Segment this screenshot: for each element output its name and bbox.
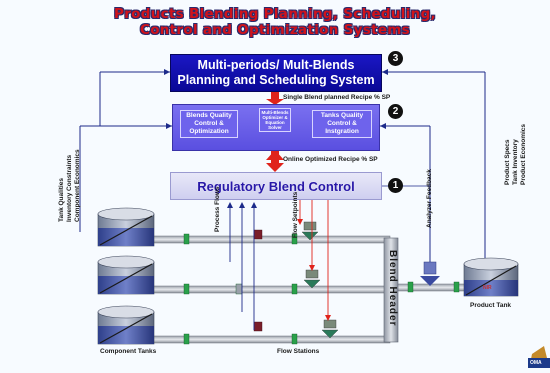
control-valve-2 [303,269,321,289]
product-tank [463,257,519,297]
product-tank-tag: NIR [483,285,492,291]
process-flow-lines [227,202,257,330]
blends-quality-control-label: Blends Quality Control & Optimization [186,112,232,135]
control-valve-1 [301,221,319,241]
level-3-badge: 3 [388,51,403,66]
multi-blends-optimizer-box: Multi-Blends Optimizer & Equation Solver [259,108,291,132]
left-label-component-economics: Component Economics [74,149,81,222]
flow-stations-label: Flow Stations [277,348,320,355]
left-label-inventory-constraints: Inventory Constraints [66,154,73,222]
tanks-quality-control-box: Tanks Quality Control & Instgration [312,110,372,138]
tanks-quality-control-label: Tanks Quality Control & Instgration [320,112,364,135]
right-label-product-specs: Product Specs [504,139,511,185]
oma-logo [528,346,550,368]
diagram-title-line1: Products Blending Planning, Scheduling, [114,6,436,22]
regulatory-blend-control-box: Regulatory Blend Control [170,172,382,200]
top-box-line1: Multi-periods/ Mult-Blends [197,58,355,72]
flow-meter-2 [253,321,263,332]
planning-scheduling-system-box: Multi-periods/ Mult-Blends Planning and … [170,54,382,92]
online-optimized-recipe-label: Online Optimized Recipe % SP [283,156,378,163]
left-feedback-lines [79,69,172,232]
process-flows-label: Process Flows [214,186,221,232]
right-label-product-economics: Product Economics [520,123,527,185]
arrow-mid-to-reg [266,150,284,172]
left-label-tank-qualities: Tank Qualities [58,178,65,222]
flow-setpoints-label: Flow Setpoints [292,191,299,238]
component-tank-3 [97,305,155,345]
right-label-tank-inventory: Tank Inventory [512,139,519,185]
control-valve-3 [321,319,339,339]
component-tank-1 [97,207,155,247]
blends-quality-control-box: Blends Quality Control & Optimization [180,110,238,138]
level-1-badge: 1 [388,178,403,193]
arrow-top-to-mid [266,92,284,105]
analyzer [420,261,440,286]
blend-header-label: Blend Header [387,250,398,327]
top-box-line2: Planning and Scheduling System [177,73,375,87]
component-pipes [149,235,477,344]
component-tanks-label: Component Tanks [100,348,157,355]
multi-blends-optimizer-label: Multi-Blends Optimizer & Equation Solver [261,110,289,130]
single-blend-recipe-label: Single Blend planned Recipe % SP [283,94,391,101]
regulatory-blend-control-label: Regulatory Blend Control [197,178,355,194]
analyzer-feedback-label: Analyzer Feedback [426,169,433,228]
product-tank-label: Product Tank [470,302,512,309]
flow-setpoint-lines [297,200,331,321]
right-feedback-lines [380,69,486,262]
flow-meter-1 [253,229,263,240]
diagram-title-line2: Control and Optimization Systems [139,22,410,38]
level-2-badge: 2 [388,104,403,119]
component-tank-2 [97,255,155,295]
oma-logo-text: OMA [530,360,542,366]
blend-header-pipe [383,237,399,343]
pipe-flanges [183,233,460,345]
